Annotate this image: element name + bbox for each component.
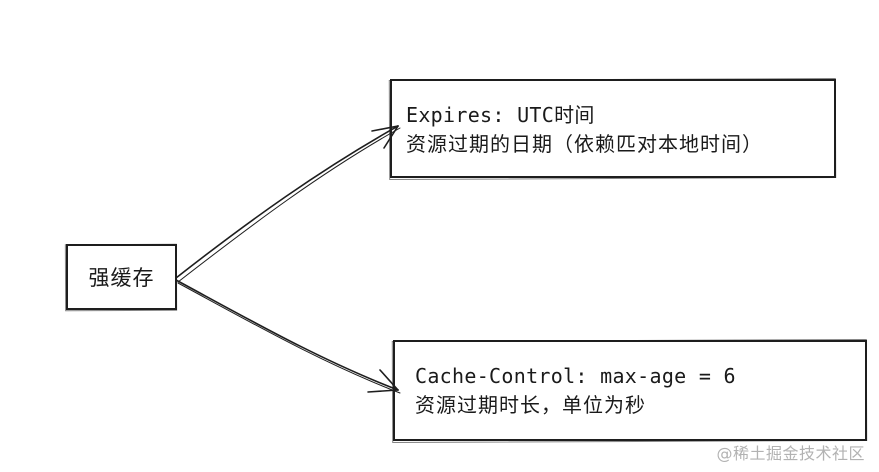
expires-header: Expires: UTC时间 bbox=[406, 103, 595, 127]
node-strong-cache: 强缓存 bbox=[66, 244, 177, 310]
cache-control-header: Cache-Control: max-age = 6 bbox=[415, 364, 736, 388]
node-expires: Expires: UTC时间 资源过期的日期（依赖匹对本地时间） bbox=[390, 79, 836, 178]
node-strong-cache-label: 强缓存 bbox=[88, 266, 155, 290]
edge-to-cache-control bbox=[175, 279, 401, 394]
expires-description: 资源过期的日期（依赖匹对本地时间） bbox=[406, 132, 763, 156]
edge-to-expires bbox=[175, 125, 401, 283]
node-cache-control: Cache-Control: max-age = 6 资源过期时长，单位为秒 bbox=[393, 340, 867, 441]
watermark-text: @稀土掘金技术社区 bbox=[716, 444, 865, 463]
cache-control-description: 资源过期时长，单位为秒 bbox=[415, 393, 646, 417]
